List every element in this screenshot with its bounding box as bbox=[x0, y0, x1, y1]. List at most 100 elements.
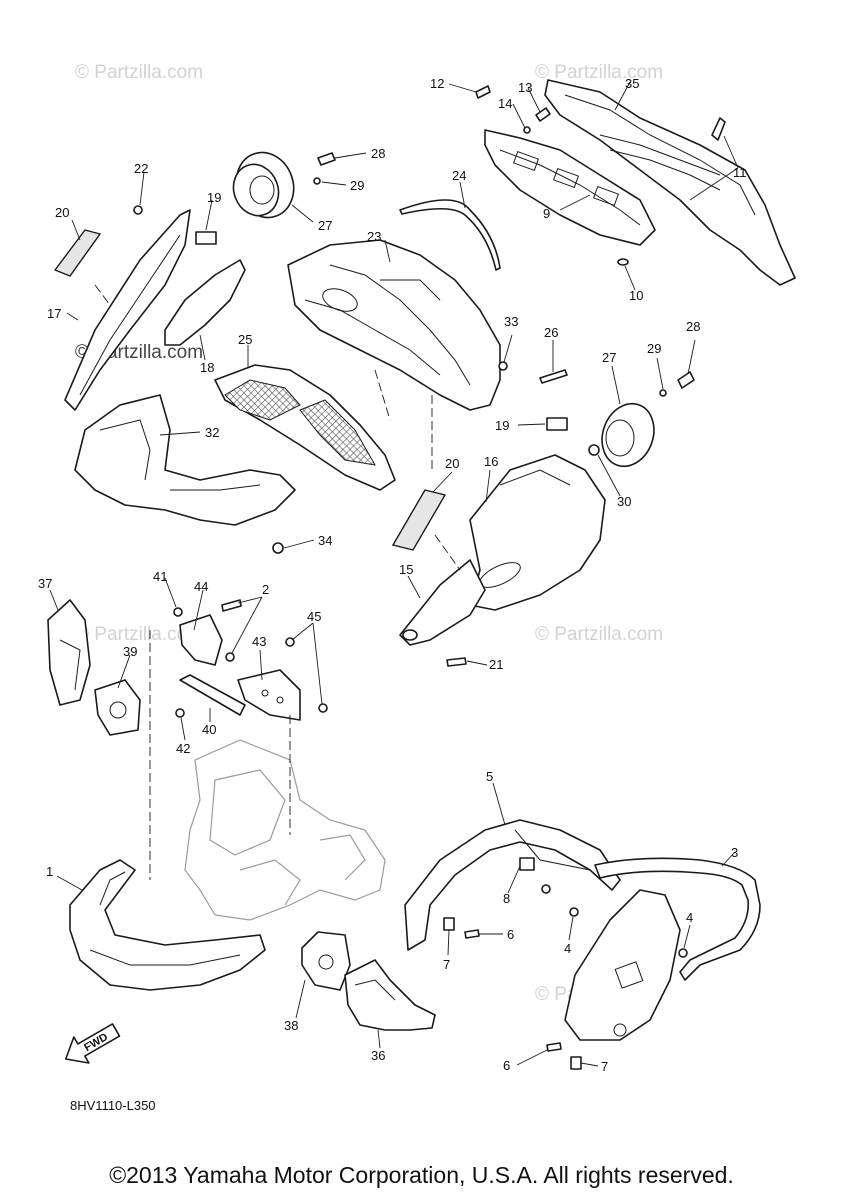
bolt-28-top bbox=[313, 152, 336, 185]
part-19-pad-left[interactable] bbox=[195, 231, 217, 245]
callout-45: 45 bbox=[307, 609, 321, 624]
washer-29-right bbox=[659, 389, 667, 397]
callout-6-upper: 6 bbox=[507, 927, 514, 942]
part-18-inner-panel[interactable] bbox=[164, 259, 246, 346]
connector-dashed-lines bbox=[94, 284, 461, 880]
part-16-side-cover-right[interactable] bbox=[469, 454, 606, 611]
callout-28-top: 28 bbox=[371, 146, 385, 161]
frame-reference bbox=[184, 739, 386, 921]
callout-15: 15 bbox=[399, 562, 413, 577]
part-3-guard-rail[interactable] bbox=[594, 857, 761, 981]
callout-40: 40 bbox=[202, 722, 216, 737]
callout-8: 8 bbox=[503, 891, 510, 906]
part-17-side-cover-left[interactable] bbox=[64, 209, 191, 411]
callout-32: 32 bbox=[205, 425, 219, 440]
part-27-cover-cap-left[interactable] bbox=[226, 144, 302, 225]
bolt-41 bbox=[173, 607, 183, 617]
part-19-pad-right[interactable] bbox=[546, 417, 568, 431]
part-7-side-cover-right[interactable] bbox=[564, 889, 681, 1041]
callout-41: 41 bbox=[153, 569, 167, 584]
callout-20-left: 20 bbox=[55, 205, 69, 220]
part-39-bracket[interactable] bbox=[94, 679, 141, 736]
clip-8 bbox=[519, 857, 535, 871]
part-44-stay[interactable] bbox=[179, 614, 223, 666]
bolt-26 bbox=[539, 369, 568, 384]
part-20-decal-left[interactable] bbox=[53, 229, 102, 277]
callout-25: 25 bbox=[238, 332, 252, 347]
part-27-cover-cap-right[interactable] bbox=[594, 396, 663, 473]
clip-7b bbox=[570, 1056, 582, 1070]
part-23-inner-cowling[interactable] bbox=[287, 239, 501, 411]
fwd-label: FWD bbox=[82, 1031, 110, 1054]
part-5-stay-bar[interactable] bbox=[404, 819, 621, 951]
callout-18: 18 bbox=[200, 360, 214, 375]
bolt-33 bbox=[498, 361, 508, 371]
part-24-trim-strip[interactable] bbox=[399, 199, 501, 271]
callout-28-right: 28 bbox=[686, 319, 700, 334]
callout-7-lower: 7 bbox=[601, 1059, 608, 1074]
fasteners-top-right bbox=[475, 85, 726, 266]
part-43-stay-bracket[interactable] bbox=[237, 669, 301, 721]
part-20-decal-right[interactable] bbox=[391, 489, 447, 551]
callout-36: 36 bbox=[371, 1048, 385, 1063]
part-25-mesh-grille[interactable] bbox=[214, 364, 396, 491]
bolt-22 bbox=[133, 205, 143, 215]
callout-21: 21 bbox=[489, 657, 503, 672]
callout-5: 5 bbox=[486, 769, 493, 784]
bolt-45b bbox=[318, 703, 328, 713]
callout-numbers: 12 13 14 35 11 9 10 28 29 27 24 23 22 19… bbox=[38, 76, 747, 1074]
nut-42 bbox=[175, 708, 185, 718]
part-37-cover[interactable] bbox=[47, 599, 91, 706]
callout-30: 30 bbox=[617, 494, 631, 509]
bolt-28-right bbox=[677, 371, 695, 389]
grommet-8 bbox=[541, 884, 551, 894]
callout-39: 39 bbox=[123, 644, 137, 659]
callout-10: 10 bbox=[629, 288, 643, 303]
leader-lines bbox=[49, 81, 739, 1067]
callout-19-left: 19 bbox=[207, 190, 221, 205]
bolt-4a bbox=[569, 907, 579, 917]
part-30-nut bbox=[588, 444, 600, 456]
callout-37: 37 bbox=[38, 576, 52, 591]
part-9-inner-panel[interactable] bbox=[484, 129, 656, 246]
copyright-notice: ©2013 Yamaha Motor Corporation, U.S.A. A… bbox=[109, 1162, 734, 1188]
callout-33: 33 bbox=[504, 314, 518, 329]
callout-16: 16 bbox=[484, 454, 498, 469]
part-15-lower-cover-right[interactable] bbox=[399, 559, 486, 646]
part-35-windshield-panel[interactable] bbox=[544, 79, 796, 286]
bolt-2b bbox=[225, 652, 235, 662]
part-36-rubber-boot[interactable] bbox=[344, 959, 436, 1031]
fwd-arrow-icon: FWD bbox=[64, 1023, 121, 1064]
bolt-2 bbox=[221, 599, 242, 612]
callout-35: 35 bbox=[625, 76, 639, 91]
callout-24: 24 bbox=[452, 168, 466, 183]
callout-17: 17 bbox=[47, 306, 61, 321]
bolt-6b bbox=[546, 1042, 562, 1052]
callout-12: 12 bbox=[430, 76, 444, 91]
callout-42: 42 bbox=[176, 741, 190, 756]
bolt-21 bbox=[446, 657, 467, 667]
bolt-4b bbox=[678, 948, 688, 958]
callout-11: 11 bbox=[733, 165, 747, 180]
part-40-stay-rod[interactable] bbox=[179, 674, 246, 716]
part-1-under-cowl-left[interactable] bbox=[69, 859, 266, 991]
callout-23: 23 bbox=[367, 229, 381, 244]
diagram-code: 8HV1110-L350 bbox=[70, 1098, 156, 1113]
watermark: © Partzilla.com bbox=[535, 62, 663, 83]
bolt-6a bbox=[464, 929, 480, 939]
callout-2: 2 bbox=[262, 582, 269, 597]
watermark: © Partzilla.com bbox=[535, 624, 663, 645]
part-34-grommet bbox=[272, 542, 284, 554]
callout-22: 22 bbox=[134, 161, 148, 176]
callout-13: 13 bbox=[518, 80, 532, 95]
callout-6-lower: 6 bbox=[503, 1058, 510, 1073]
callout-7-upper: 7 bbox=[443, 957, 450, 972]
callout-27-right: 27 bbox=[602, 350, 616, 365]
callout-20-right: 20 bbox=[445, 456, 459, 471]
part-32-air-duct[interactable] bbox=[74, 394, 296, 526]
callout-4-right: 4 bbox=[686, 910, 693, 925]
callout-38: 38 bbox=[284, 1018, 298, 1033]
part-38-bracket[interactable] bbox=[301, 931, 351, 991]
watermark: © Partzilla.com bbox=[75, 62, 203, 83]
